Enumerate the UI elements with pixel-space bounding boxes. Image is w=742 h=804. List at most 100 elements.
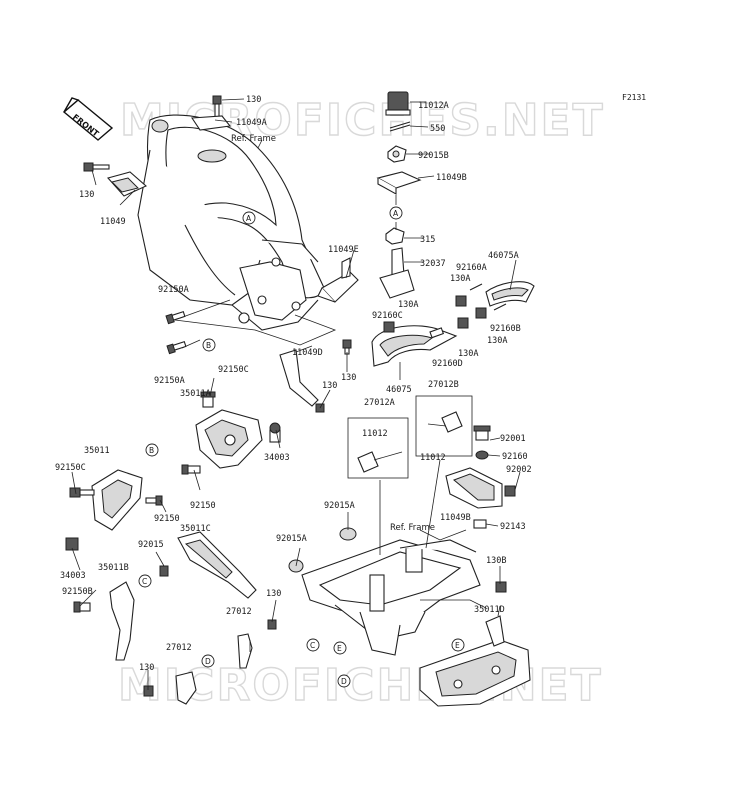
- cap-11012a: [385, 91, 411, 116]
- bracket-11049b: [445, 425, 516, 529]
- main-frame-drawing: [137, 114, 337, 346]
- label-92160b: 92160B: [490, 324, 521, 334]
- svg-text:E: E: [337, 644, 342, 653]
- label-35011b: 35011B: [98, 563, 129, 573]
- svg-text:A: A: [393, 209, 399, 218]
- guard-46075: [371, 317, 469, 367]
- bracket-35011a: [181, 391, 281, 475]
- detail-box-27012a: [347, 417, 409, 479]
- callout-e-right: E: [451, 638, 465, 652]
- label-92150-right: 92150: [190, 501, 216, 511]
- label-92015a-lower: 92015A: [276, 534, 307, 544]
- detail-box-27012b: [415, 395, 473, 457]
- footrest-35011c: [177, 531, 257, 599]
- svg-text:D: D: [341, 677, 347, 686]
- svg-text:E: E: [455, 641, 460, 650]
- label-130-left: 130: [79, 190, 94, 200]
- label-11012a: 11012A: [418, 101, 449, 111]
- bolt-130-top: [191, 95, 232, 131]
- label-ref-frame-bottom: Ref. Frame: [390, 523, 435, 533]
- label-11012-right: 11012: [420, 453, 446, 463]
- label-130-mid: 130: [322, 381, 337, 391]
- svg-text:B: B: [149, 446, 154, 455]
- nut-315: [385, 227, 405, 245]
- label-27012-middle: 27012: [226, 607, 252, 617]
- label-35011a: 35011A: [180, 389, 211, 399]
- label-92015: 92015: [138, 540, 164, 550]
- bolt-92150a-lower: [166, 340, 187, 355]
- guard-46075a: [455, 281, 535, 319]
- front-arrow-icon: FRONT: [62, 97, 114, 141]
- label-130-mid-right: 130: [341, 373, 356, 383]
- bracket-11049c: [376, 171, 422, 195]
- label-92150c-left: 92150C: [55, 463, 86, 473]
- label-46075a: 46075A: [488, 251, 519, 261]
- pin-27012-lower: [143, 671, 197, 705]
- subframe-drawing: [288, 527, 481, 656]
- label-130a-mid: 130A: [398, 300, 418, 310]
- label-27012b: 27012B: [428, 380, 459, 390]
- label-34003-left: 34003: [60, 571, 86, 581]
- label-27012-lower: 27012: [166, 643, 192, 653]
- svg-text:D: D: [205, 657, 211, 666]
- footrest-35011b: [73, 565, 169, 661]
- nut-92015b: [387, 145, 407, 163]
- spring-550: [389, 121, 411, 132]
- stud-32037: [379, 247, 415, 299]
- label-34003-right: 34003: [264, 453, 290, 463]
- bracket-11049e: [317, 257, 359, 303]
- label-11049a: 11049A: [236, 118, 267, 128]
- label-35011c: 35011C: [180, 524, 211, 534]
- label-130-bottom: 130: [139, 663, 154, 673]
- label-92150-left: 92150: [154, 514, 180, 524]
- label-46075: 46075: [386, 385, 412, 395]
- figure-code: F2131: [622, 93, 646, 102]
- label-92015b: 92015B: [418, 151, 449, 161]
- callout-c-left: C: [138, 574, 152, 588]
- label-92160a: 92160A: [456, 263, 487, 273]
- label-130-top: 130: [246, 95, 261, 105]
- label-35011: 35011: [84, 446, 110, 456]
- label-11012-left: 11012: [362, 429, 388, 439]
- svg-text:B: B: [206, 341, 211, 350]
- label-130a-lower: 130A: [458, 349, 478, 359]
- label-11049d: 11049D: [292, 348, 323, 358]
- label-32037: 32037: [420, 259, 446, 269]
- label-130-lower-mid: 130: [266, 589, 281, 599]
- label-315: 315: [420, 235, 435, 245]
- callout-d-bottom: D: [337, 674, 351, 688]
- label-92015a-upper: 92015A: [324, 501, 355, 511]
- callout-c-bottom: C: [306, 638, 320, 652]
- label-130b: 130B: [486, 556, 506, 566]
- label-92160d: 92160D: [432, 359, 463, 369]
- label-11049: 11049: [100, 217, 126, 227]
- callout-b-left: B: [145, 443, 159, 457]
- label-130a-right: 130A: [487, 336, 507, 346]
- callout-b-upper: B: [202, 338, 216, 352]
- bracket-11049: [83, 162, 148, 197]
- label-92002: 92002: [506, 465, 532, 475]
- leader-lines: [71, 98, 521, 690]
- label-92143: 92143: [500, 522, 526, 532]
- pin-27012-middle: [237, 619, 277, 669]
- label-92160c: 92160C: [372, 311, 403, 321]
- svg-text:C: C: [142, 577, 147, 586]
- label-92150c-upper: 92150C: [218, 365, 249, 375]
- label-11049b: 11049B: [440, 513, 471, 523]
- label-130a-top: 130A: [450, 274, 470, 284]
- label-35011d: 35011D: [474, 605, 505, 615]
- callout-a-upper: A: [242, 211, 256, 225]
- label-11049c: 11049B: [436, 173, 467, 183]
- bolt-92150a-upper: [165, 310, 186, 325]
- bracket-35011: [65, 469, 163, 551]
- label-ref-frame-top: Ref. Frame: [231, 134, 276, 144]
- callout-e-bottom: E: [333, 641, 347, 655]
- label-11049e: 11049E: [328, 245, 359, 255]
- label-27012a: 27012A: [364, 398, 395, 408]
- bracket-35011d: [419, 581, 531, 707]
- label-92150a-upper: 92150A: [158, 285, 189, 295]
- svg-text:C: C: [310, 641, 315, 650]
- label-92150b: 92150B: [62, 587, 93, 597]
- callout-a-right: A: [389, 206, 403, 220]
